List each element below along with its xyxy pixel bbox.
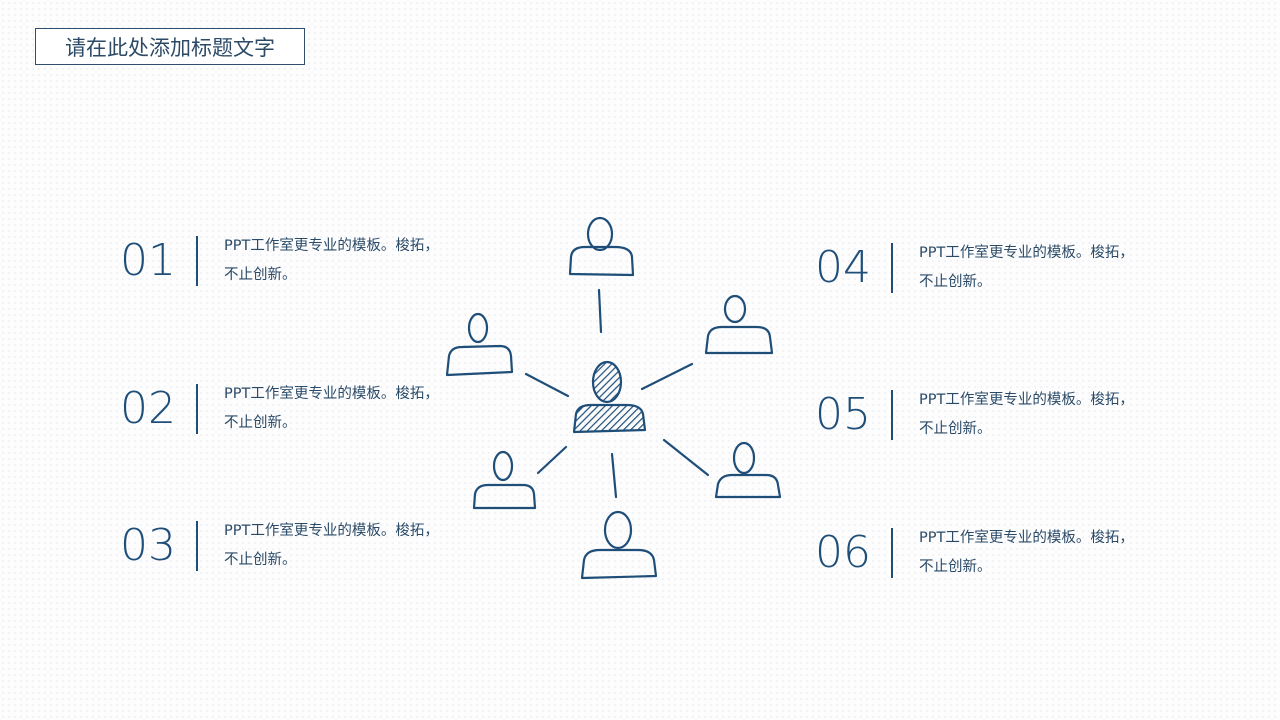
list-item-03: 03 PPT工作室更专业的模板。梭拓，不止创新。 — [120, 517, 439, 575]
item-number: 01 — [120, 235, 176, 286]
connector-line — [536, 445, 568, 475]
divider — [196, 384, 198, 434]
divider — [891, 528, 893, 578]
person-icon — [572, 360, 647, 434]
connector-line — [597, 288, 603, 334]
people-network-diagram — [445, 216, 782, 580]
person-outline-icon — [714, 441, 782, 499]
list-item-06: 06 PPT工作室更专业的模板。梭拓，不止创新。 — [815, 524, 1134, 582]
item-number: 05 — [815, 389, 871, 440]
item-description: PPT工作室更专业的模板。梭拓，不止创新。 — [919, 530, 1134, 575]
item-number: 04 — [815, 242, 871, 293]
list-item-02: 02 PPT工作室更专业的模板。梭拓，不止创新。 — [120, 380, 439, 438]
divider — [891, 390, 893, 440]
list-item-01: 01 PPT工作室更专业的模板。梭拓，不止创新。 — [120, 232, 439, 290]
person-outline-icon — [568, 216, 635, 277]
person-outline-icon — [472, 450, 537, 510]
item-description: PPT工作室更专业的模板。梭拓，不止创新。 — [224, 238, 439, 283]
item-number: 02 — [120, 383, 176, 434]
person-outline-icon — [704, 294, 774, 355]
list-item-04: 04 PPT工作室更专业的模板。梭拓，不止创新。 — [815, 239, 1134, 297]
item-description: PPT工作室更专业的模板。梭拓，不止创新。 — [919, 245, 1134, 290]
item-description: PPT工作室更专业的模板。梭拓，不止创新。 — [224, 386, 439, 431]
item-number: 06 — [815, 527, 871, 578]
connector-line — [662, 438, 710, 477]
item-number: 03 — [120, 520, 176, 571]
divider — [196, 521, 198, 571]
connector-line — [640, 362, 694, 391]
connector-line — [524, 372, 570, 398]
person-outline-icon — [580, 510, 658, 580]
item-description: PPT工作室更专业的模板。梭拓，不止创新。 — [919, 392, 1134, 437]
person-outline-icon — [445, 312, 514, 377]
connector-line — [610, 452, 618, 499]
item-description: PPT工作室更专业的模板。梭拓，不止创新。 — [224, 523, 439, 568]
divider — [891, 243, 893, 293]
divider — [196, 236, 198, 286]
page-title: 请在此处添加标题文字 — [35, 28, 305, 65]
list-item-05: 05 PPT工作室更专业的模板。梭拓，不止创新。 — [815, 386, 1134, 444]
